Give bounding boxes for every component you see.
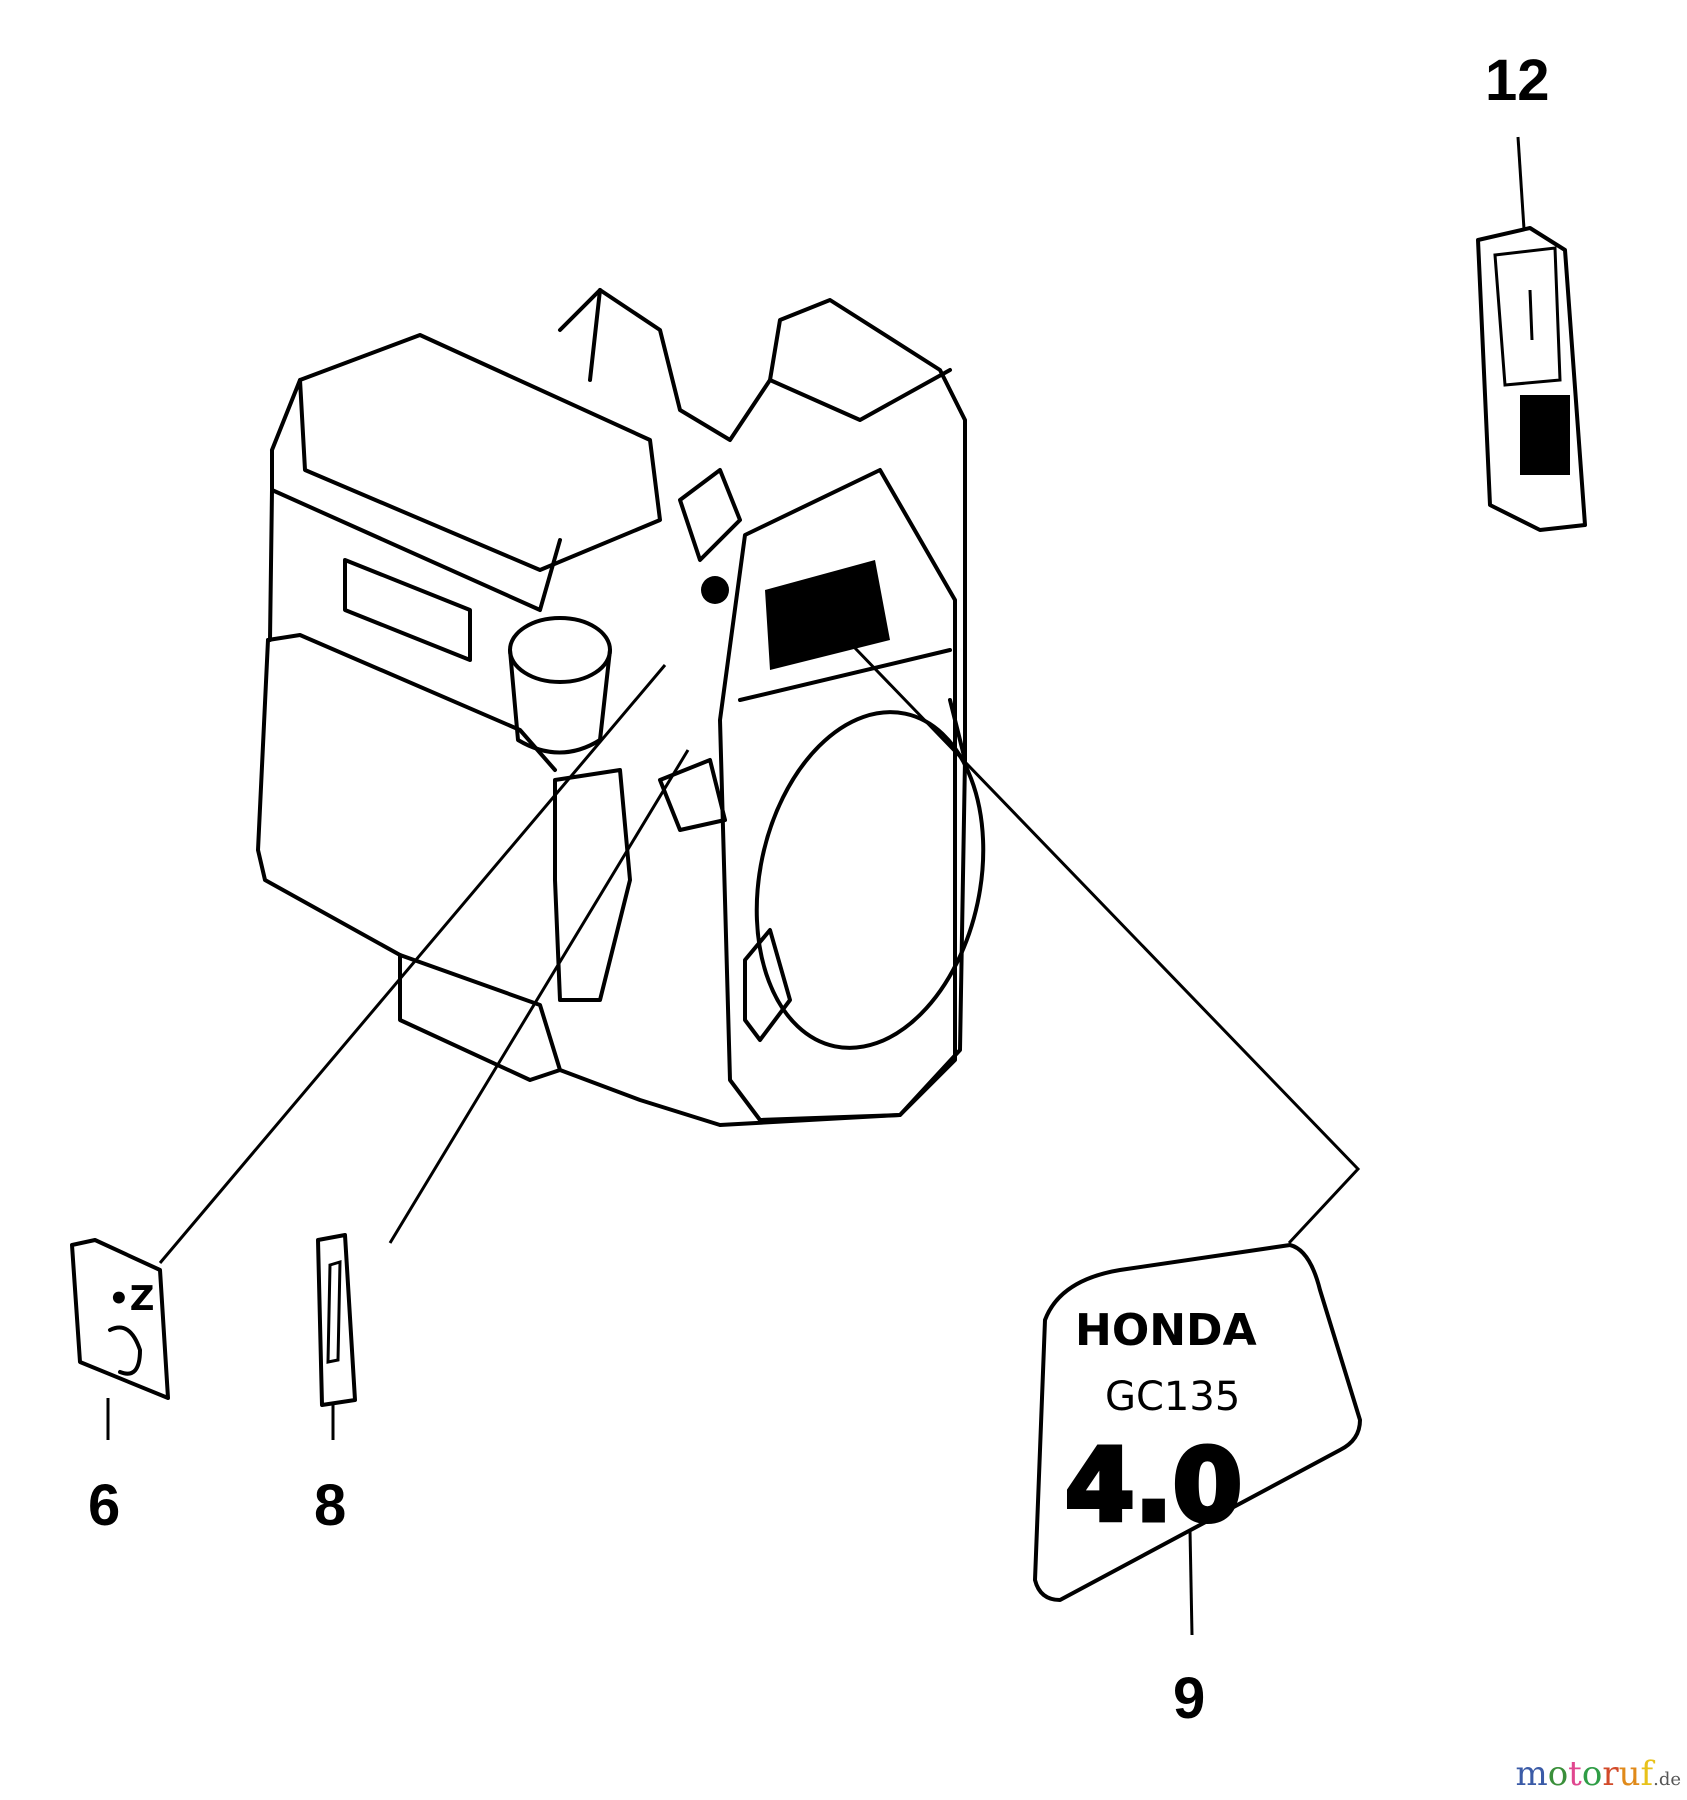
watermark-letter: m xyxy=(1515,1754,1548,1794)
leader-lines xyxy=(106,136,1526,1636)
callout-6: 6 xyxy=(88,1473,120,1538)
decal-model: GC135 xyxy=(1105,1374,1240,1420)
engine-illustration xyxy=(256,288,986,1127)
watermark-letter: f xyxy=(1640,1754,1654,1794)
svg-text:•Z: •Z xyxy=(108,1279,154,1319)
decal-8 xyxy=(316,1233,357,1407)
decal-12 xyxy=(1476,226,1587,532)
watermark-name: motoruf xyxy=(1515,1754,1653,1794)
watermark-letter: r xyxy=(1602,1754,1619,1794)
watermark-tld: .de xyxy=(1653,1769,1681,1790)
callout-8: 8 xyxy=(314,1473,346,1538)
watermark-letter: t xyxy=(1568,1754,1582,1794)
watermark-logo: motoruf.de xyxy=(1515,1754,1681,1794)
decal-9: HONDA GC135 4.0 xyxy=(1033,1243,1362,1602)
callout-9: 9 xyxy=(1173,1666,1205,1731)
decal-power: 4.0 xyxy=(1065,1427,1242,1544)
watermark-letter: o xyxy=(1581,1754,1603,1794)
decal-brand: HONDA xyxy=(1075,1305,1257,1356)
watermark-letter: o xyxy=(1547,1754,1569,1794)
callout-12: 12 xyxy=(1485,48,1550,113)
watermark-letter: u xyxy=(1618,1754,1641,1794)
decal-6: •Z xyxy=(70,1238,170,1400)
